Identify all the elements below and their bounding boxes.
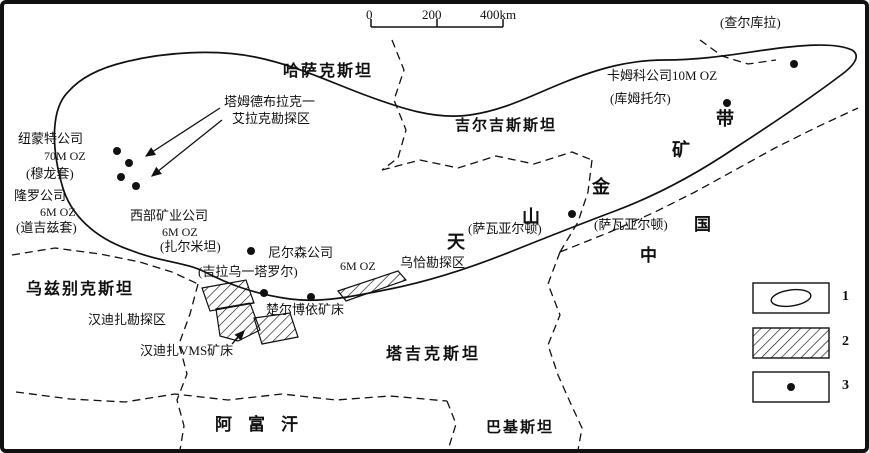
exploration-area-khandiza-east (253, 312, 299, 345)
border-dashed-kazakh-kyrgyz-vertical (381, 39, 407, 171)
label-chore: 楚尔博依矿床 (266, 302, 345, 317)
arrow-tamdybulak-1 (144, 107, 221, 157)
deposit-dot-kumtor (723, 99, 731, 107)
label-khandiza-vms: 汉迪扎VMS矿床 (140, 343, 234, 358)
label-tajikistan: 塔吉克斯坦 (386, 346, 482, 363)
label-pakistan: 巴基斯坦 (486, 420, 555, 436)
label-cameco: 卡姆科公司10M OZ (607, 68, 718, 83)
legend-number-2: 2 (842, 334, 849, 349)
border-dashed-kazakh-uzbek (11, 247, 199, 285)
label-belt-kuang: 矿 (672, 140, 690, 160)
exploration-area-ucha (336, 270, 408, 302)
label-sawayaerdun-west: (萨瓦亚尔顿) (468, 221, 542, 236)
label-china-zhong: 中 (640, 246, 657, 265)
border-dashed-tajik-china (547, 251, 583, 451)
exploration-area-jilau-taror (201, 279, 255, 312)
label-kyrgyzstan: 吉尔吉斯斯坦 (455, 118, 558, 134)
label-western-oz: 6M OZ (162, 225, 198, 239)
arrow-tamdybulak-2 (150, 119, 223, 177)
label-lonrho-oz: 6M OZ (40, 205, 76, 219)
legend-belt-symbol (770, 288, 812, 308)
deposit-dot-muruntau-3 (117, 173, 125, 181)
deposit-dot-sawayaerdun (568, 210, 576, 218)
legend-number-1: 1 (842, 289, 849, 304)
label-lonrho: 隆罗公司 (14, 188, 67, 203)
label-china-guo: 国 (694, 215, 711, 234)
label-ucha-oz: 6M OZ (340, 259, 376, 273)
scale-label-0: 0 (366, 7, 373, 22)
label-jilau-taror: (吉拉乌一塔罗尔) (198, 264, 298, 279)
deposit-dot-zarmitan (247, 247, 255, 255)
scale-label-400km: 400km (480, 7, 517, 22)
exploration-area-khandiza (215, 302, 261, 342)
legend-number-3: 3 (842, 378, 849, 393)
label-daugyztau: (道吉兹套) (16, 220, 77, 235)
legend-box-exploration (752, 327, 830, 359)
label-kazakhstan: 哈萨克斯坦 (283, 63, 374, 80)
label-kumtor: (库姆托尔) (610, 91, 671, 106)
label-belt-jin: 金 (592, 177, 610, 197)
deposit-dot-muruntau-1 (113, 147, 121, 155)
deposit-dot-muruntau-2 (125, 159, 133, 167)
deposit-dot-muruntau-4 (132, 182, 140, 190)
scale-bar (370, 19, 504, 28)
scale-label-200: 200 (422, 7, 442, 22)
deposit-dot-charkula (790, 60, 798, 68)
label-muruntau: (穆龙套) (26, 166, 74, 181)
label-western-mining: 西部矿业公司 (130, 208, 209, 223)
border-dashed-northeast (699, 39, 777, 65)
arrow-khandiza-vms (231, 330, 245, 345)
label-belt-tian: 天 (447, 232, 465, 252)
label-afghanistan: 阿富汗 (215, 415, 314, 434)
label-nelson: 尼尔森公司 (268, 245, 334, 260)
border-dashed-afghan-pakistan (446, 400, 457, 451)
label-tamdybulak-line1: 塔姆德布拉克一 (224, 94, 316, 109)
label-sawayaerdun-east: (萨瓦亚尔顿) (594, 217, 668, 232)
gold-belt-outline (53, 44, 858, 302)
border-dashed-kyrgyz-north (381, 151, 593, 171)
label-charkula: (查尔库拉) (720, 15, 781, 30)
label-newmont-oz: 70M OZ (44, 149, 86, 163)
border-dashed-afghan-north (15, 391, 448, 403)
label-belt-shan: 山 (522, 207, 540, 227)
border-dashed-kyrgyz-east (559, 159, 593, 253)
label-belt-dai: 带 (716, 109, 734, 129)
legend-box-belt (752, 282, 830, 314)
label-khandiza-area: 汉迪扎勘探区 (88, 312, 167, 327)
deposit-dot-jilau (260, 289, 268, 297)
label-tamdybulak-line2: 艾拉克勘探区 (232, 111, 311, 126)
legend-deposit-symbol (787, 383, 795, 391)
border-dashed-china-west (559, 107, 859, 253)
label-zarmitan: (扎尔米坦) (160, 239, 221, 254)
deposit-dot-chore (307, 293, 315, 301)
label-ucha-area: 乌恰勘探区 (400, 255, 466, 270)
border-dashed-uzbek-west (176, 283, 199, 451)
label-newmont: 纽蒙特公司 (18, 131, 84, 146)
label-uzbekistan: 乌兹别克斯坦 (26, 281, 135, 298)
